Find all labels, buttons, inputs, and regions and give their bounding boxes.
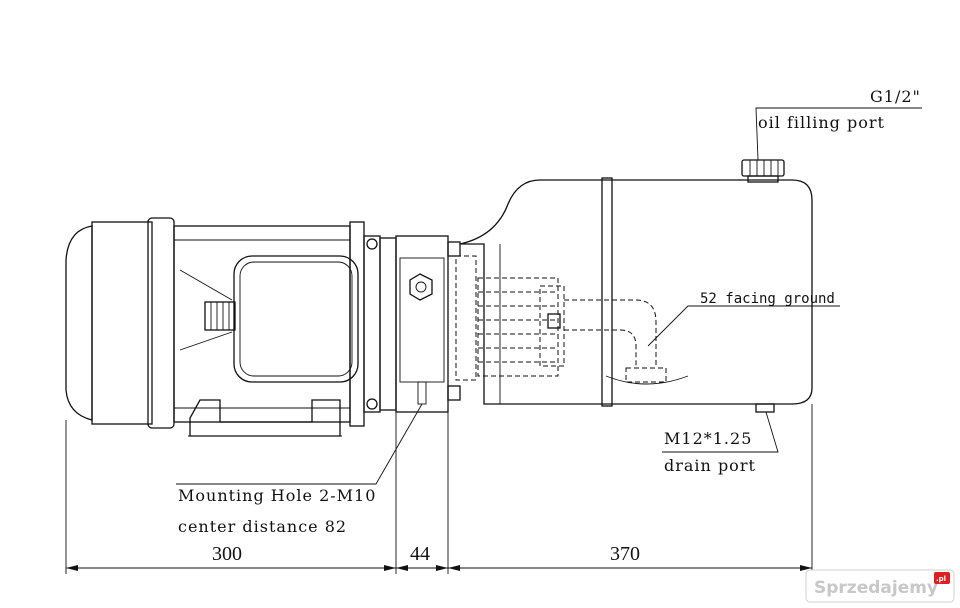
oil-port-size-label: G1/2" <box>870 87 921 106</box>
dimension-lines <box>65 404 813 574</box>
center-distance-label: center distance 82 <box>178 517 347 536</box>
internal-pump <box>477 277 689 385</box>
watermark-suffix: .pl <box>936 575 946 583</box>
oil-tank <box>459 159 813 413</box>
electric-motor <box>65 217 381 437</box>
dimension-motor-length: 300 <box>212 543 242 565</box>
adapter-block <box>379 235 477 413</box>
motor-fan-cover <box>65 225 93 421</box>
facing-ground-label: 52 facing ground <box>700 291 835 307</box>
tank-band <box>601 177 613 407</box>
motor-spigot <box>363 235 381 413</box>
watermark-text: Sprzedajemy <box>814 578 938 598</box>
leader-lines <box>176 107 922 485</box>
motor-mounting-foot <box>189 399 341 437</box>
hex-bolt-icon <box>409 273 433 301</box>
oil-filler-cap-icon <box>741 159 785 183</box>
cable-gland-icon <box>204 301 236 331</box>
pump-fitting-icon <box>547 313 561 329</box>
adapter-plate <box>395 235 449 413</box>
drain-plug-icon <box>755 403 775 413</box>
motor-end-cap <box>91 221 153 425</box>
dimension-adapter-length: 44 <box>410 543 430 565</box>
watermark: Sprzedajemy .pl <box>805 569 955 603</box>
terminal-box <box>233 255 359 383</box>
dimension-tank-length: 370 <box>610 543 640 565</box>
oil-port-name-label: oil filling port <box>758 113 885 132</box>
mounting-hole <box>417 381 427 405</box>
drain-name-label: drain port <box>664 456 756 475</box>
tank-body <box>459 179 813 405</box>
mounting-hole-label: Mounting Hole 2-M10 <box>178 486 376 505</box>
drain-size-label: M12*1.25 <box>664 429 752 448</box>
watermark-badge-icon <box>934 572 950 584</box>
